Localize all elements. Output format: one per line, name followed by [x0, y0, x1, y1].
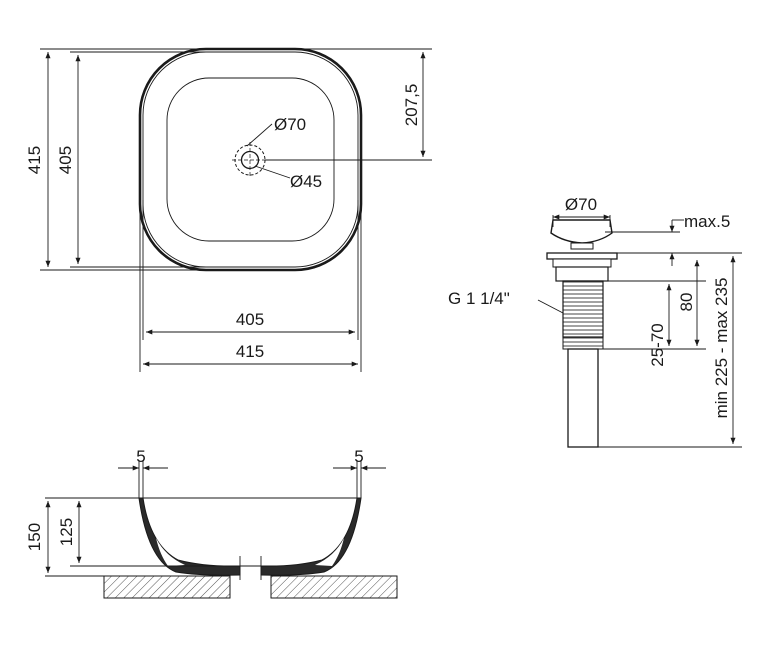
right-wall-label: 5: [354, 447, 363, 466]
basin-inner-rim: [142, 51, 359, 268]
basin-foot-cutout-left: [156, 538, 185, 566]
basin-foot-cutout-right: [315, 538, 344, 566]
thread-label: G 1 1/4": [448, 289, 510, 308]
basin-wall-right: [260, 497, 362, 576]
drain-offset-label: 207,5: [402, 84, 421, 127]
inner-height-label: 405: [56, 146, 75, 174]
drain-tailpiece: [567, 348, 599, 448]
drain-cap-stem: [570, 242, 594, 250]
section-depth-label: 125: [57, 518, 76, 546]
basin-wall-left: [138, 497, 241, 576]
drain-cap: [550, 219, 613, 244]
drain-detail: Ø70 max.5 G 1 1/4" 80 25-70 min 225 - ma…: [448, 195, 742, 448]
clamp-range-label: 25-70: [648, 323, 667, 366]
overall-width-label: 415: [236, 342, 264, 361]
thread-length-label: 80: [677, 293, 696, 312]
drain-outer-leader: [246, 123, 273, 147]
overall-height-label: 415: [25, 146, 44, 174]
basin-outer-rim: [138, 47, 363, 272]
countertop-left: [103, 575, 231, 599]
countertop-right: [270, 575, 398, 599]
drain-flange-lower: [552, 258, 612, 268]
drain-inner-label: Ø45: [290, 172, 322, 191]
top-view: Ø70 Ø45 415 405 207,5 405 415: [25, 47, 432, 372]
section-view: 150 125 5 5: [25, 447, 398, 599]
basin-bowl-outline: [166, 77, 335, 242]
drain-thread-lower: [562, 336, 604, 350]
total-length-label: min 225 - max 235: [712, 278, 731, 419]
drain-outer-label: Ø70: [274, 115, 306, 134]
inner-width-label: 405: [236, 310, 264, 329]
drain-nut: [555, 266, 609, 282]
section-height-label: 150: [25, 523, 44, 551]
drain-flange: [546, 252, 618, 260]
drain-thread: [562, 280, 604, 338]
cap-rise-label: max.5: [684, 212, 730, 231]
cap-diameter-label: Ø70: [565, 195, 597, 214]
left-wall-label: 5: [136, 447, 145, 466]
drain-inner-leader: [254, 165, 291, 179]
thread-leader: [537, 299, 564, 314]
